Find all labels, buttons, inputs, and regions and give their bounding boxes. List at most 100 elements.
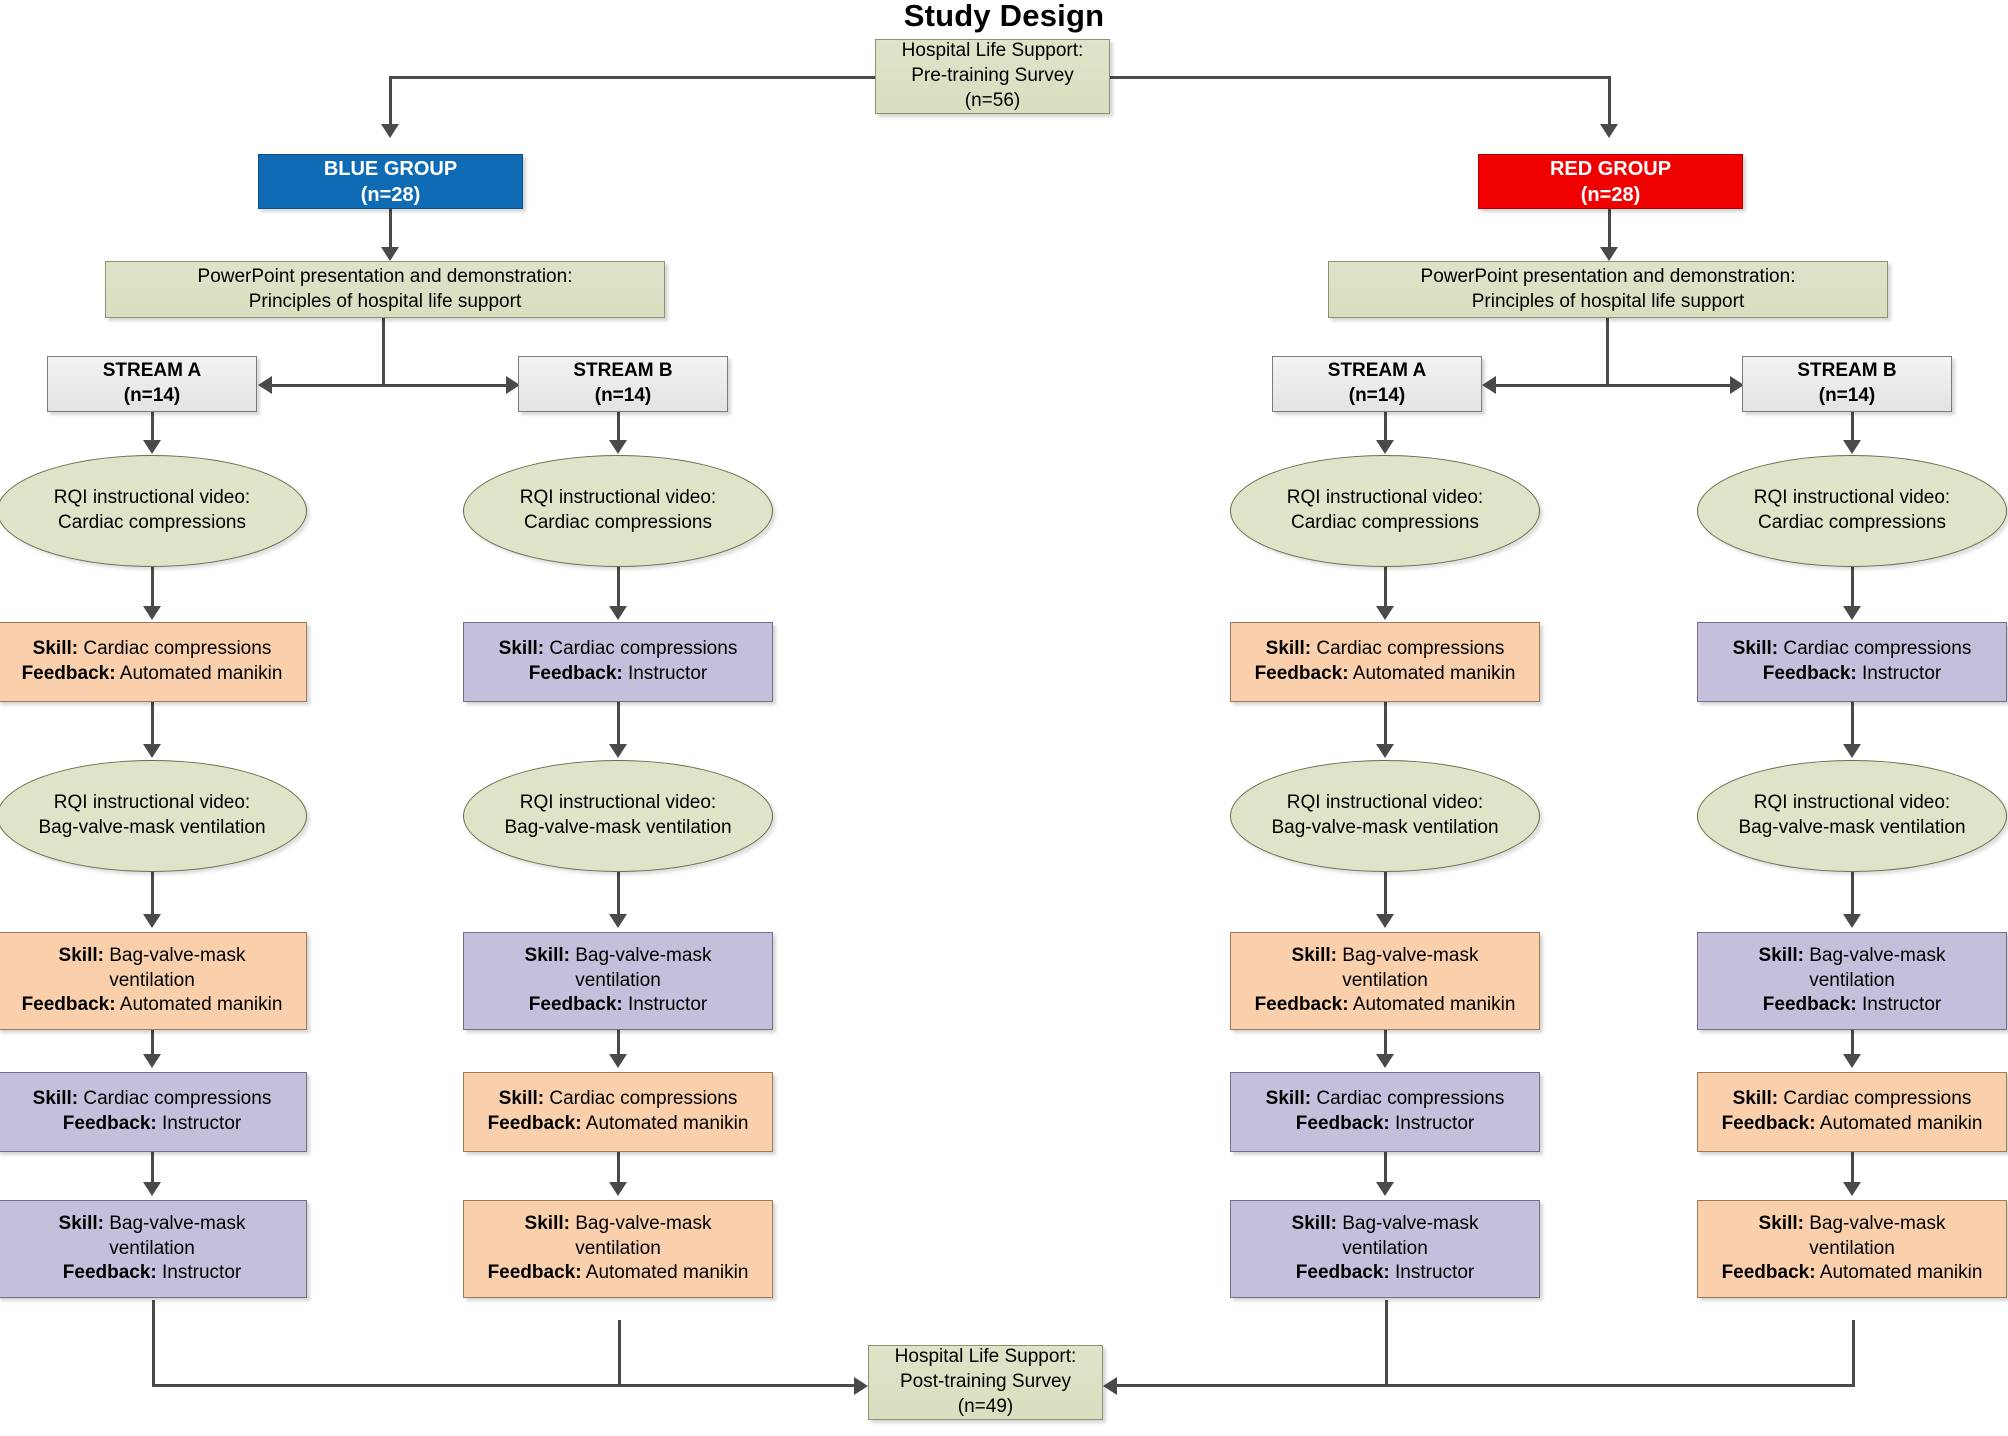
skill-label: Skill: — [32, 1088, 79, 1110]
pre-survey-line3: (n=56) — [964, 89, 1021, 111]
connector-red-stream-b-video2-to-skill2-arrow — [1843, 914, 1861, 928]
stream-red-a-n: (n=14) — [1348, 385, 1406, 406]
blue-stream-a-video1-line1: RQI instructional video: — [53, 487, 251, 509]
connector-blue-stream-bar — [270, 384, 506, 387]
arrow-blue-stream-b — [506, 376, 520, 394]
stream-box-blue-b: STREAM B (n=14) — [518, 356, 728, 412]
skill-label: Skill: — [1291, 1212, 1337, 1234]
red-stream-b-video1-ellipse: RQI instructional video:Cardiac compress… — [1697, 455, 2007, 567]
blue-stream-b-skill1-feedback-line: Feedback: Instructor — [528, 663, 708, 684]
blue-stream-a-video1-ellipse: RQI instructional video: Cardiac compress… — [0, 455, 307, 567]
post-survey-line2: Post-training Survey — [899, 1371, 1072, 1393]
blue-stream-b-skill2-skill-line: Skill: Bag-valve-mask — [524, 944, 712, 966]
red-stream-b-video1-line1: RQI instructional video: — [1753, 487, 1951, 509]
connector-red-stream-b-video1-to-skill1-arrow — [1843, 606, 1861, 620]
blue-stream-b-skill3-feedback-line: Feedback: Automated manikin — [487, 1113, 749, 1134]
blue-stream-b-skill4-skill-line: Skill: Bag-valve-mask — [524, 1212, 712, 1234]
blue-stream-a-video1-line2: Cardiac compressions — [58, 512, 246, 533]
blue-stream-b-skill2-skill-cont: ventilation — [575, 969, 661, 991]
blue-stream-a-skill3-feedback-line: Feedback: Instructor — [62, 1113, 242, 1134]
ppt-red-line2: Principles of hospital life support — [1471, 290, 1745, 312]
blue-stream-a-video2-line1: RQI instructional video: — [53, 792, 251, 814]
connector-blue-stream-a-stream-to-video1-arrow — [143, 440, 161, 454]
connector-blue-stream-b-video1-to-skill1 — [617, 567, 620, 608]
blue-stream-b-video1-line2: Cardiac compressions — [524, 512, 712, 533]
connector-blue-stream-b-video2-to-skill2 — [617, 872, 620, 916]
connector-blue-stream-a-stream-to-video1 — [151, 412, 154, 442]
red-group-name: RED GROUP — [1549, 157, 1672, 180]
skill-label: Skill: — [1758, 1212, 1804, 1234]
connector-red-stream-a-skill3-to-skill4 — [1384, 1152, 1387, 1184]
skill-label: Skill: — [498, 1088, 545, 1110]
connector-bottom-left — [152, 1384, 854, 1387]
red-stream-b-skill4-skill-line: Skill: Bag-valve-mask — [1758, 1212, 1946, 1234]
stream-box-red-b: STREAM B (n=14) — [1742, 356, 1952, 412]
connector-red-stream-b-video2-to-skill2 — [1851, 872, 1854, 916]
connector-blue-stream-b-stream-to-video1-arrow — [609, 440, 627, 454]
connector-red-stream-a-video1-to-skill1 — [1384, 567, 1387, 608]
red-stream-a-skill1-skill-line: Skill: Cardiac compressions — [1265, 638, 1505, 660]
connector-blue-stream-b-skill3-to-skill4 — [617, 1152, 620, 1184]
connector-presurvey-left — [389, 76, 876, 79]
powerpoint-box-blue: PowerPoint presentation and demonstratio… — [105, 261, 665, 318]
connector-red-to-ppt — [1608, 209, 1611, 249]
connector-red-stream-a-video2-to-skill2-arrow — [1376, 914, 1394, 928]
blue-stream-a-skill1-feedback-line: Feedback: Automated manikin — [21, 663, 283, 684]
red-stream-a-video2-ellipse: RQI instructional video: Bag-valve-mask v… — [1230, 760, 1540, 872]
connector-col3-bottom — [1385, 1300, 1388, 1387]
connector-red-stream-b-skill1-to-video2-arrow — [1843, 744, 1861, 758]
connector-blue-stream-a-skill1-to-video2 — [151, 702, 154, 746]
feedback-label: Feedback: — [21, 663, 116, 684]
connector-red-stream-b-stream-to-video1 — [1851, 412, 1854, 442]
arrow-blue-to-ppt — [381, 247, 399, 261]
feedback-label: Feedback: — [1721, 1262, 1816, 1284]
arrow-red-to-ppt — [1600, 247, 1618, 261]
blue-stream-b-skill4-feedback-line: Feedback: Automated manikin — [487, 1262, 749, 1284]
ppt-blue-line1: PowerPoint presentation and demonstratio… — [197, 265, 573, 287]
red-stream-b-video2-ellipse: RQI instructional video:Bag-valve-mask v… — [1697, 760, 2007, 872]
connector-ppt-red-down — [1606, 318, 1609, 384]
connector-red-stream-a-video2-to-skill2 — [1384, 872, 1387, 916]
blue-stream-b-video2-line1: RQI instructional video: — [519, 792, 717, 814]
red-stream-b-skill2-feedback-line: Feedback: Instructor — [1762, 994, 1942, 1016]
feedback-label: Feedback: — [1295, 1113, 1390, 1134]
stream-red-b-name: STREAM B — [1797, 360, 1897, 382]
blue-stream-a-video2-ellipse: RQI instructional video:Bag-valve-mask v… — [0, 760, 307, 872]
connector-blue-stream-a-skill3-to-skill4 — [151, 1152, 154, 1184]
connector-blue-stream-b-skill1-to-video2 — [617, 702, 620, 746]
feedback-label: Feedback: — [528, 663, 623, 684]
connector-red-stream-a-stream-to-video1 — [1384, 412, 1387, 442]
arrow-red-stream-b — [1730, 376, 1744, 394]
connector-red-stream-a-video1-to-skill1-arrow — [1376, 606, 1394, 620]
blue-stream-b-skill1-skill-line: Skill: Cardiac compressions — [498, 638, 738, 660]
red-stream-a-video2-line2: Bag-valve-mask ventilation — [1271, 817, 1499, 838]
blue-stream-a-skill3-skill-line: Skill: Cardiac compressions — [32, 1088, 272, 1110]
skill-label: Skill: — [32, 638, 79, 660]
feedback-label: Feedback: — [1762, 994, 1857, 1016]
powerpoint-box-red: PowerPoint presentation and demonstratio… — [1328, 261, 1888, 318]
blue-group-name: BLUE GROUP — [323, 157, 458, 180]
blue-stream-a-skill1-skill-line: Skill: Cardiac compressions — [32, 638, 272, 660]
blue-stream-a-skill4-skill-line: Skill: Bag-valve-mask — [58, 1212, 246, 1234]
arrow-blue-stream-a — [258, 376, 272, 394]
connector-blue-stream-a-video2-to-skill2 — [151, 872, 154, 916]
red-stream-a-video2-line1: RQI instructional video: — [1286, 792, 1484, 814]
stream-box-blue-a: STREAM A (n=14) — [47, 356, 257, 412]
red-stream-a-skill4-skill-cont: ventilation — [1342, 1237, 1428, 1259]
connector-blue-stream-b-skill2-to-skill3-arrow — [609, 1054, 627, 1068]
connector-blue-stream-b-skill3-to-skill4-arrow — [609, 1182, 627, 1196]
connector-red-stream-a-stream-to-video1-arrow — [1376, 440, 1394, 454]
red-stream-a-skill4-feedback-line: Feedback: Instructor — [1295, 1262, 1475, 1284]
feedback-label: Feedback: — [1254, 994, 1349, 1016]
red-stream-a-skill4-skill-line: Skill: Bag-valve-mask — [1291, 1212, 1479, 1234]
page-title: Study Design — [903, 0, 1105, 33]
red-stream-a-video1-ellipse: RQI instructional video:Cardiac compress… — [1230, 455, 1540, 567]
connector-blue-stream-a-video1-to-skill1-arrow — [143, 606, 161, 620]
